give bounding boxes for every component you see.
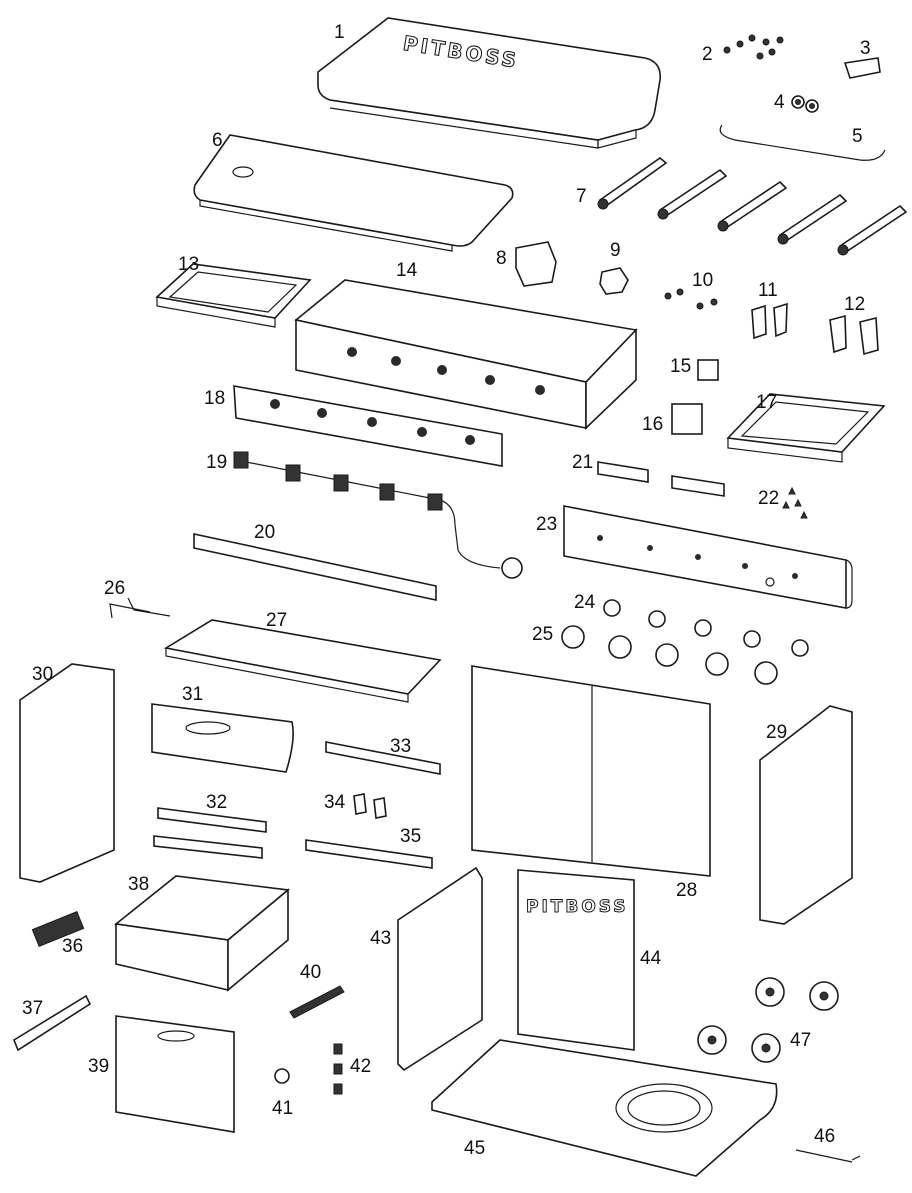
label-16: 16 xyxy=(642,414,663,435)
part-drawer-rails xyxy=(153,807,267,859)
label-22: 22 xyxy=(758,488,779,509)
part-vent-strip xyxy=(193,533,437,601)
label-10: 10 xyxy=(692,270,713,291)
part-axle-rod xyxy=(289,985,345,1019)
part-regulator-knob xyxy=(697,359,719,381)
part-right-side-panel xyxy=(759,705,853,925)
label-28: 28 xyxy=(676,880,697,901)
part-clips-a xyxy=(751,302,788,340)
part-front-panel xyxy=(233,385,503,467)
label-21: 21 xyxy=(572,452,593,473)
label-5: 5 xyxy=(852,126,863,147)
part-cabinet-box xyxy=(114,875,290,992)
part-igniter xyxy=(599,267,629,295)
label-41: 41 xyxy=(272,1098,293,1119)
part-hinge-bracket xyxy=(843,57,881,79)
part-firebox xyxy=(294,279,638,430)
part-base-frame xyxy=(431,1039,778,1177)
part-box-block xyxy=(671,403,703,435)
part-screws xyxy=(723,34,784,60)
part-door-clips xyxy=(353,793,387,819)
label-7: 7 xyxy=(576,186,587,207)
part-rear-panel xyxy=(471,665,711,877)
part-magnet-hinge xyxy=(31,911,85,947)
label-25: 25 xyxy=(532,624,553,645)
label-30: 30 xyxy=(32,664,53,685)
label-43: 43 xyxy=(370,928,391,949)
label-6: 6 xyxy=(212,130,223,151)
part-valve-manifold xyxy=(233,451,523,579)
label-31: 31 xyxy=(182,684,203,705)
part-left-side-panel xyxy=(19,663,115,883)
door-logo: PITBOSS xyxy=(526,897,629,917)
part-drawer-front xyxy=(151,703,294,773)
part-latch-bar xyxy=(13,994,92,1052)
label-42: 42 xyxy=(350,1056,371,1077)
label-24: 24 xyxy=(574,592,596,613)
label-44: 44 xyxy=(640,948,662,969)
label-32: 32 xyxy=(206,792,227,813)
part-right-side-shelf xyxy=(726,393,886,463)
part-left-side-shelf xyxy=(155,263,312,328)
label-1: 1 xyxy=(334,22,345,43)
part-casters xyxy=(697,977,839,1063)
label-23: 23 xyxy=(536,514,557,535)
label-8: 8 xyxy=(496,248,507,269)
part-grease-cup xyxy=(515,241,557,287)
part-clips-b xyxy=(829,314,879,356)
part-nuts xyxy=(333,1043,343,1095)
part-knob-bezels xyxy=(603,599,809,657)
label-4: 4 xyxy=(774,92,785,113)
label-46: 46 xyxy=(814,1126,835,1147)
label-35: 35 xyxy=(400,826,421,847)
part-bottom-tray xyxy=(163,619,442,703)
label-34: 34 xyxy=(324,792,346,813)
label-20: 20 xyxy=(254,522,275,543)
part-control-knobs xyxy=(561,625,778,685)
label-14: 14 xyxy=(396,260,418,281)
part-long-bolt xyxy=(795,1149,861,1163)
label-29: 29 xyxy=(766,722,787,743)
label-33: 33 xyxy=(390,736,411,757)
label-9: 9 xyxy=(610,240,621,261)
label-47: 47 xyxy=(790,1030,811,1051)
part-support-bar xyxy=(305,839,433,869)
label-17: 17 xyxy=(756,392,777,413)
part-tank-rod xyxy=(325,741,441,775)
part-hex-wrenches xyxy=(109,597,171,619)
part-right-door: PITBOSS xyxy=(517,869,635,1051)
label-15: 15 xyxy=(670,356,691,377)
part-washers xyxy=(791,95,819,113)
part-number-labels: 1 2 3 4 5 6 7 8 9 10 11 12 13 14 15 16 1… xyxy=(22,22,871,1159)
label-38: 38 xyxy=(128,874,149,895)
label-40: 40 xyxy=(300,962,321,983)
part-front-shelf xyxy=(193,134,514,252)
part-cabinet-door xyxy=(115,1015,235,1133)
label-45: 45 xyxy=(464,1138,485,1159)
label-12: 12 xyxy=(844,294,865,315)
label-18: 18 xyxy=(204,388,225,409)
part-fasteners xyxy=(664,288,718,310)
part-burners xyxy=(597,156,908,256)
label-26: 26 xyxy=(104,578,125,599)
label-3: 3 xyxy=(860,38,871,59)
part-left-door xyxy=(397,866,483,1072)
part-small-screws xyxy=(782,486,808,519)
part-lid-handle xyxy=(719,124,886,161)
label-36: 36 xyxy=(62,936,83,957)
label-39: 39 xyxy=(88,1056,109,1077)
part-control-panel xyxy=(563,505,853,609)
label-2: 2 xyxy=(702,44,713,65)
label-19: 19 xyxy=(206,452,227,473)
label-27: 27 xyxy=(266,610,287,631)
part-bolt xyxy=(274,1068,290,1084)
label-13: 13 xyxy=(178,254,199,275)
part-lid: PITBOSS xyxy=(317,17,662,149)
label-37: 37 xyxy=(22,998,43,1019)
label-11: 11 xyxy=(758,280,778,301)
part-mounting-brackets xyxy=(597,461,725,497)
